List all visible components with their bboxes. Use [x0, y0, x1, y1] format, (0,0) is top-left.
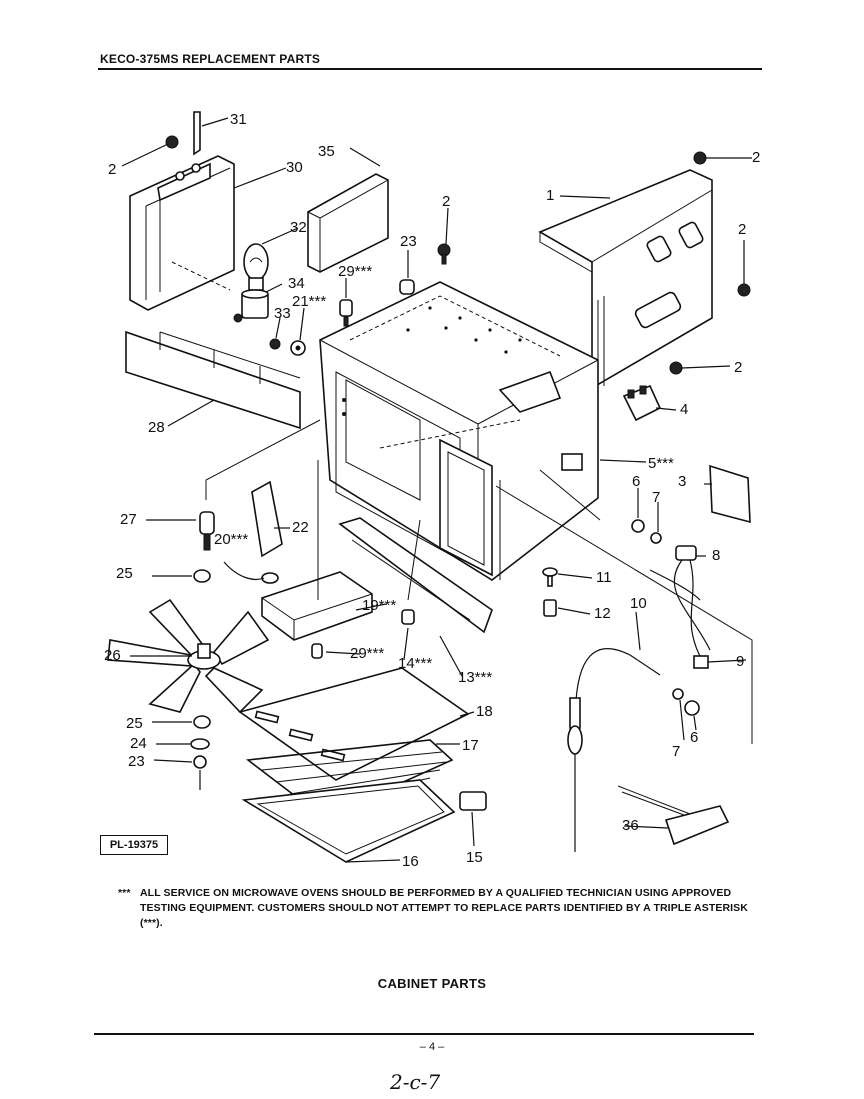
- spacer-23-part: [399, 279, 415, 295]
- label-5: 5***: [648, 455, 674, 472]
- label-28: 28: [148, 419, 165, 436]
- label-15: 15: [466, 849, 483, 866]
- washer-24-part: [190, 738, 210, 750]
- label-25a: 25: [116, 565, 133, 582]
- label-22: 22: [292, 519, 309, 536]
- filter-35-part: [307, 173, 389, 273]
- footer-rule: [94, 1033, 754, 1035]
- label-24: 24: [130, 735, 147, 752]
- connector-15-part: [459, 791, 487, 811]
- note-text: ALL SERVICE ON MICROWAVE OVENS SHOULD BE…: [140, 887, 748, 929]
- label-18: 18: [476, 703, 493, 720]
- note-marker: ***: [118, 887, 131, 899]
- nut-7-part: [650, 532, 684, 700]
- label-10: 10: [630, 595, 647, 612]
- label-8: 8: [712, 547, 720, 564]
- label-30: 30: [286, 159, 303, 176]
- label-19: 19***: [362, 597, 396, 614]
- label-2d: 2: [734, 359, 742, 376]
- label-23a: 23: [400, 233, 417, 250]
- header-rule: [98, 68, 762, 70]
- clip-31-part: [193, 111, 201, 156]
- front-panel-28-part: [125, 330, 301, 430]
- bushing-29b-part: [311, 643, 323, 659]
- knob-11-part: [542, 567, 558, 587]
- label-35: 35: [318, 143, 335, 160]
- label-25b: 25: [126, 715, 143, 732]
- diagram-caption: CABINET PARTS: [377, 976, 487, 991]
- handwritten-annotation: 2-c-7: [390, 1070, 441, 1094]
- label-29b: 29***: [350, 645, 384, 662]
- label-12: 12: [594, 605, 611, 622]
- part-labels: 2 31 30 35 1 2 2 2 2 23 29*** 32 34 21**…: [104, 111, 760, 870]
- label-21: 21***: [292, 293, 326, 310]
- label-36: 36: [622, 817, 639, 834]
- label-20: 20***: [214, 531, 248, 548]
- label-32: 32: [290, 219, 307, 236]
- page-header-title: KECO-375MS REPLACEMENT PARTS: [100, 52, 321, 66]
- screw-parts: [165, 135, 751, 375]
- support-14-part: [401, 609, 415, 625]
- label-23b: 23: [128, 753, 145, 770]
- probe-cable-10-part: [567, 648, 661, 852]
- label-11: 11: [596, 569, 612, 586]
- label-27: 27: [120, 511, 137, 528]
- stirrer-fan-26-part: [107, 598, 270, 714]
- washer-20-part: [261, 572, 279, 584]
- terminal-block-4-part: [622, 384, 662, 422]
- service-note: *** ALL SERVICE ON MICROWAVE OVENS SHOUL…: [118, 886, 758, 931]
- stirrer-mount-22-part: [251, 480, 283, 558]
- bushing-29-part: [339, 299, 353, 327]
- leader-lines: [121, 117, 753, 863]
- lamp-socket-part: [233, 289, 269, 323]
- stirrer-motor-27-part: [199, 511, 215, 551]
- probe-36-part: [617, 785, 730, 846]
- label-26: 26: [104, 647, 121, 664]
- lamp-bulb-part: [243, 243, 269, 291]
- label-29a: 29***: [338, 263, 372, 280]
- label-2c: 2: [738, 221, 746, 238]
- label-7a: 7: [652, 489, 660, 506]
- nut-23b-part: [193, 755, 207, 769]
- label-4: 4: [680, 401, 688, 418]
- label-17: 17: [462, 737, 479, 754]
- label-6a: 6: [632, 473, 640, 490]
- label-2e: 2: [442, 193, 450, 210]
- label-33: 33: [274, 305, 291, 322]
- label-3: 3: [678, 473, 686, 490]
- lamp-bracket-part: [129, 155, 235, 311]
- label-6b: 6: [690, 729, 698, 746]
- label-1: 1: [546, 187, 554, 204]
- label-16: 16: [402, 853, 419, 870]
- wire-harness-8-part: [649, 545, 711, 669]
- label-2a: 2: [108, 161, 116, 178]
- stirrer-cover-19-part: [261, 571, 373, 641]
- plug-12-part: [543, 599, 557, 617]
- washer-6-part: [631, 519, 700, 716]
- label-7b: 7: [672, 743, 680, 760]
- label-34: 34: [288, 275, 305, 292]
- drawing-number-box: PL-19375: [100, 835, 168, 855]
- label-31: 31: [230, 111, 247, 128]
- label-13: 13***: [458, 669, 492, 686]
- label-2b: 2: [752, 149, 760, 166]
- label-9: 9: [736, 653, 744, 670]
- page-number: – 4 –: [419, 1041, 445, 1053]
- insulator-3-part: [709, 464, 751, 524]
- bushing-25-part: [193, 569, 211, 729]
- screw-33-part: [269, 338, 281, 350]
- label-14: 14***: [398, 655, 432, 672]
- nut-21-part: [290, 340, 306, 356]
- tray-16-part: [241, 779, 456, 863]
